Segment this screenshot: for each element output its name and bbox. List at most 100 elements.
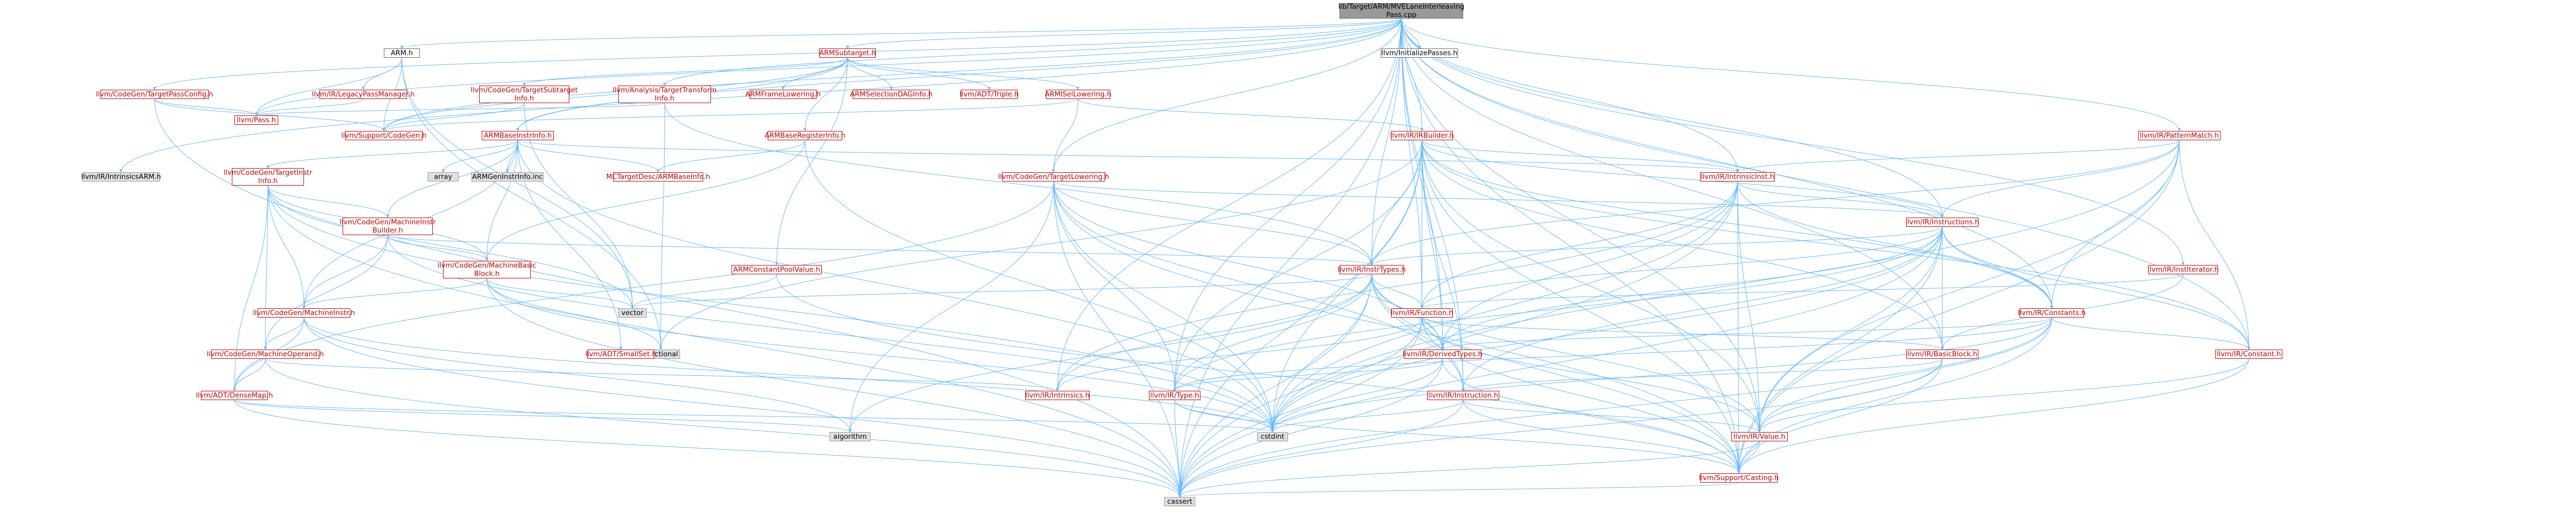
edge-tsubinfo-to-codegen	[382, 103, 524, 131]
edge-armcpv-to-casting	[776, 274, 1740, 474]
edge-instruction-to-cassert	[1178, 400, 1464, 498]
node-tlow[interactable]: llvm/CodeGen/TargetLowering.h	[998, 172, 1109, 181]
node-intrinsics[interactable]: llvm/IR/Intrinsics.h	[1025, 391, 1090, 400]
edge-basicblock-to-instruction	[1462, 358, 1943, 391]
node-armreg[interactable]: ARMBaseRegisterInfo.h	[765, 131, 845, 140]
node-tpc[interactable]: llvm/CodeGen/TargetPassConfig.h	[96, 90, 213, 99]
node-constants[interactable]: llvm/IR/Constants.h	[2018, 308, 2086, 318]
edge-intrinsicinst-to-constants	[1737, 181, 2054, 309]
node-root[interactable]: lib/Target/ARM/MVELaneInterleaving Pass.…	[1338, 3, 1465, 19]
edge-tii-to-mo	[264, 185, 268, 350]
edge-root-to-arm_h	[400, 18, 1402, 49]
node-instruction[interactable]: llvm/IR/Instruction.h	[1427, 391, 1499, 400]
node-intrinsicinst[interactable]: llvm/IR/IntrinsicInst.h	[1700, 172, 1775, 181]
edge-armsub-to-armcpv	[775, 57, 848, 266]
edge-armbase-to-mcarm	[517, 140, 660, 173]
edge-intrinsicinst-to-cassert	[1178, 181, 1738, 498]
edge-insttypes-to-vector	[631, 274, 1372, 309]
edge-instructions-to-cstdint	[1271, 226, 1943, 433]
edge-armbase-to-mbb	[485, 140, 518, 261]
node-intrinsicsarm: llvm/IR/IntrinsicsARM.h	[81, 172, 161, 181]
edge-institer-to-function	[1420, 274, 2183, 309]
edge-irbuilder-to-insttypes	[1370, 140, 1422, 266]
edge-tti-to-functional	[659, 103, 665, 350]
edge-mi-to-cassert	[303, 317, 1181, 498]
edge-armisel-to-codegen	[382, 98, 1078, 131]
edge-tlow-to-cassert	[1053, 181, 1181, 498]
node-institer[interactable]: llvm/IR/InstIterator.h	[2147, 265, 2219, 274]
node-function[interactable]: llvm/IR/Function.h	[1391, 308, 1453, 318]
node-triple[interactable]: llvm/ADT/Triple.h	[959, 90, 1019, 99]
edge-tii-to-cstdint	[267, 185, 1274, 433]
edge-densemap-to-cstdint	[234, 400, 1274, 433]
node-tti[interactable]: llvm/Analysis/TargetTransform Info.h	[612, 86, 717, 103]
node-armsub[interactable]: ARMSubtarget.h	[819, 48, 876, 58]
edge-instructions-to-derivedtypes	[1441, 226, 1943, 350]
edge-casting-to-cassert	[1178, 482, 1739, 498]
node-patternmatch[interactable]: llvm/IR/PatternMatch.h	[2138, 131, 2221, 140]
edge-function-to-cstdint	[1271, 317, 1422, 433]
edge-root-to-function	[1401, 18, 1423, 309]
edge-instruction-to-cstdint	[1271, 400, 1464, 433]
edge-irbuilder-to-instructions	[1421, 140, 1944, 218]
edge-tpc-to-codegen	[154, 98, 385, 131]
edge-instructions-to-casting	[1737, 226, 1943, 474]
node-armsel[interactable]: ARMSelectionDAGInfo.h	[850, 90, 933, 99]
edge-type-to-casting	[1174, 400, 1740, 474]
node-pass[interactable]: llvm/Pass.h	[234, 115, 278, 125]
edge-tii-to-mi	[267, 185, 306, 309]
edge-irbuilder-to-value	[1421, 140, 1761, 433]
edge-root-to-constants	[1401, 18, 2054, 309]
node-mbb[interactable]: llvm/CodeGen/MachineBasic Block.h	[437, 261, 536, 278]
node-armcpv[interactable]: ARMConstantPoolValue.h	[732, 265, 822, 274]
node-arm_h[interactable]: ARM.h	[384, 48, 420, 58]
node-mo[interactable]: llvm/CodeGen/MachineOperand.h	[207, 350, 324, 359]
edge-mbb-to-functional	[486, 278, 663, 350]
edge-root-to-insttypes	[1370, 18, 1402, 266]
edge-irbuilder-to-type	[1173, 140, 1422, 391]
node-codegen[interactable]: llvm/Support/CodeGen.h	[341, 131, 427, 140]
node-initpasses[interactable]: llvm/InitializePasses.h	[1381, 48, 1458, 58]
edge-root-to-constant	[1401, 18, 2250, 350]
edge-constants-to-constant	[2052, 317, 2250, 350]
edge-root-to-instructions	[1401, 18, 1944, 218]
node-densemap[interactable]: llvm/ADT/DenseMap.h	[196, 391, 273, 400]
node-armisel[interactable]: ARMISelLowering.h	[1044, 90, 1112, 99]
node-casting[interactable]: llvm/Support/Casting.h	[1699, 473, 1779, 483]
node-value[interactable]: llvm/IR/Value.h	[1731, 432, 1788, 441]
node-type[interactable]: llvm/IR/Type.h	[1149, 391, 1200, 400]
node-basicblock[interactable]: llvm/IR/BasicBlock.h	[1906, 350, 1978, 359]
node-insttypes[interactable]: llvm/IR/InstrTypes.h	[1337, 265, 1406, 274]
node-irbuilder[interactable]: llvm/IR/IRBuilder.h	[1390, 131, 1454, 140]
edge-armsub-to-armreg	[803, 57, 848, 131]
node-mi[interactable]: llvm/CodeGen/MachineInstr.h	[252, 308, 355, 318]
edge-basicblock-to-cassert	[1178, 358, 1943, 498]
node-armbase[interactable]: ARMBaseInstrInfo.h	[482, 131, 554, 140]
node-smallset[interactable]: llvm/ADT/SmallSet.h	[585, 350, 657, 359]
node-constant[interactable]: llvm/IR/Constant.h	[2215, 350, 2282, 359]
edge-derivedtypes-to-casting	[1442, 358, 1740, 474]
edge-instructions-to-value	[1758, 226, 1943, 433]
edge-irbuilder-to-casting	[1421, 140, 1740, 474]
edge-instructions-to-constants	[1942, 226, 2054, 309]
node-mib[interactable]: llvm/CodeGen/MachineInstr Builder.h	[340, 218, 436, 235]
edge-instruction-to-value	[1463, 400, 1761, 433]
edge-instructions-to-instruction	[1462, 226, 1943, 391]
node-armframe[interactable]: ARMFrameLowering.h	[745, 90, 821, 99]
node-legacypm[interactable]: llvm/IR/LegacyPassManager.h	[312, 90, 415, 99]
edge-irbuilder-to-cassert	[1178, 140, 1422, 498]
edge-irbuilder-to-cstdint	[1271, 140, 1422, 433]
edge-insttypes-to-cassert	[1178, 274, 1372, 498]
edge-constants-to-casting	[1737, 317, 2052, 474]
edge-insttypes-to-intrinsics	[1056, 274, 1372, 391]
node-mcarm[interactable]: MCTargetDesc/ARMBaseInfo.h	[606, 172, 710, 181]
node-derivedtypes[interactable]: llvm/IR/DerivedTypes.h	[1402, 350, 1483, 359]
edge-patternmatch-to-instructions	[1941, 140, 2180, 218]
edge-tii-to-vector	[267, 185, 634, 309]
node-tsubinfo[interactable]: llvm/CodeGen/TargetSubtarget Info.h	[470, 86, 578, 103]
edge-root-to-type	[1173, 18, 1402, 391]
edge-tii-to-mib	[267, 185, 389, 218]
node-tii[interactable]: llvm/CodeGen/TargetInstr Info.h	[224, 168, 312, 186]
node-instructions[interactable]: llvm/IR/Instructions.h	[1905, 218, 1979, 227]
edge-mbb-to-cstdint	[486, 278, 1274, 433]
